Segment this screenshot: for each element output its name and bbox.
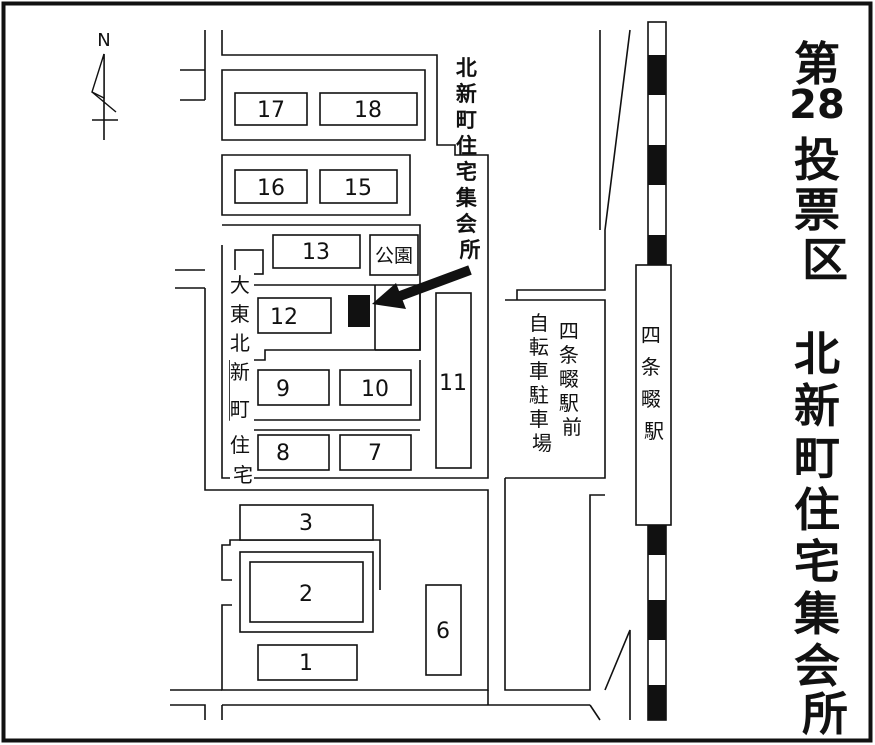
building-15: 15 — [344, 176, 372, 201]
building-9: 9 — [276, 377, 290, 402]
building-12: 12 — [270, 305, 298, 330]
svg-text:N: N — [97, 30, 110, 51]
bicycle-parking-label: 四 条 畷 駅 前 自 転 車 駐 車 場 — [529, 311, 585, 455]
svg-text:自 転 車 駐: 自 転 車 駐 車 場 — [529, 311, 555, 455]
building-8: 8 — [276, 441, 290, 466]
housing-label-vertical: 大 東 北 新 町 住 宅 — [230, 270, 256, 487]
station-building — [635, 264, 672, 526]
park-label: 公園 — [375, 245, 413, 267]
building-1: 1 — [299, 651, 313, 676]
building-18: 18 — [354, 98, 382, 123]
railway-track — [647, 21, 667, 721]
building-3: 3 — [299, 511, 313, 536]
svg-text:北 新 町 住: 北 新 町 住 宅 集 会 所 — [793, 327, 856, 741]
north-arrow-icon: N — [91, 30, 118, 140]
building-6: 6 — [436, 619, 450, 644]
building-17: 17 — [257, 98, 285, 123]
svg-text:大 東 北 新: 大 東 北 新 町 住 宅 — [230, 273, 256, 487]
building-16: 16 — [257, 176, 285, 201]
district-title: 第 28 投 票 区 — [789, 37, 861, 287]
polling-place-marker — [348, 295, 370, 327]
svg-text:四 条 畷 駅: 四 条 畷 駅 前 — [559, 319, 585, 439]
svg-text:第 28 投 票: 第 28 投 票 区 — [789, 37, 861, 287]
building-10: 10 — [361, 377, 389, 402]
station-label: 四 条 畷 駅 — [641, 323, 667, 443]
building-numbers: 17 18 16 15 13 12 9 10 11 8 7 3 2 6 1 — [257, 98, 467, 676]
venue-label-vertical: 北 新 町 住 宅 集 会 所 — [455, 56, 484, 262]
venue-arrow-icon — [372, 265, 472, 309]
park-box — [369, 234, 419, 276]
building-11: 11 — [439, 371, 467, 396]
buildings — [234, 92, 472, 681]
building-2: 2 — [299, 582, 313, 607]
building-7: 7 — [368, 441, 382, 466]
building-13: 13 — [302, 240, 330, 265]
venue-title: 北 新 町 住 宅 集 会 所 — [793, 327, 856, 741]
